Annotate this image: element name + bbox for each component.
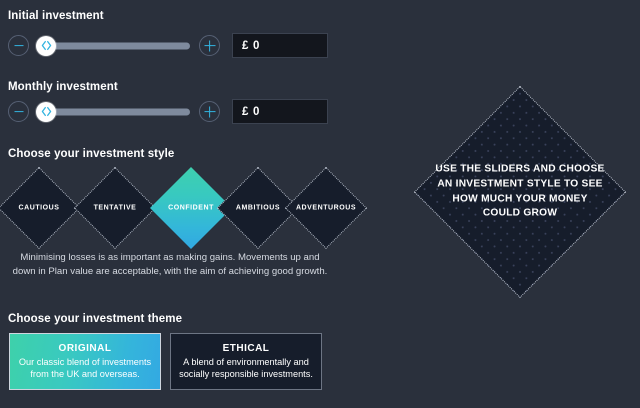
style-option-label: ADVENTUROUS [295, 204, 357, 212]
theme-title: ETHICAL [222, 342, 270, 354]
result-line-4: COULD GROW [482, 207, 558, 219]
result-panel-message: USE THE SLIDERS AND CHOOSE AN INVESTMENT… [414, 162, 626, 221]
initial-investment-amount-input[interactable]: £ 0 [232, 33, 328, 58]
monthly-investment-amount-input[interactable]: £ 0 [232, 99, 328, 124]
investment-style-options: CAUTIOUS TENTATIVE CONFIDENT AMBITIOUS A… [0, 166, 370, 250]
theme-option-ethical[interactable]: ETHICAL A blend of environmentally and s… [170, 333, 322, 390]
theme-option-original[interactable]: ORIGINAL Our classic blend of investment… [9, 333, 161, 390]
monthly-investment-slider-row: £ 0 [8, 99, 328, 124]
style-option-tentative[interactable]: TENTATIVE [73, 166, 157, 250]
theme-description-line-2: from the UK and overseas. [30, 369, 140, 379]
investment-style-label: Choose your investment style [8, 148, 175, 160]
result-line-3: HOW MUCH YOUR MONEY [452, 193, 588, 204]
result-line-1: USE THE SLIDERS AND CHOOSE [435, 163, 605, 175]
monthly-investment-slider[interactable] [36, 101, 190, 122]
left-right-arrows-icon [41, 106, 51, 117]
style-option-label: CONFIDENT [168, 204, 214, 212]
style-option-label: CAUTIOUS [18, 204, 60, 212]
result-line-2: AN INVESTMENT STYLE TO SEE [437, 178, 603, 190]
description-line-2: Plan value are acceptable, with the aim … [48, 266, 328, 278]
theme-description-line-2: socially responsible investments. [179, 369, 313, 379]
initial-investment-label: Initial investment [8, 10, 104, 22]
description-line-1: Minimising losses is as important as mak… [12, 252, 320, 278]
theme-description-line-1: A blend of environmentally and [183, 356, 309, 367]
initial-investment-increase-button[interactable] [199, 35, 220, 56]
style-option-label: TENTATIVE [93, 204, 137, 212]
controls-column: Initial investment £ 0 Monthly investmen… [0, 0, 400, 408]
style-option-label: AMBITIOUS [235, 204, 281, 212]
investment-style-description: Minimising losses is as important as mak… [10, 251, 330, 280]
theme-description-line-1: Our classic blend of investments [18, 356, 152, 367]
initial-investment-slider-row: £ 0 [8, 33, 328, 58]
monthly-investment-decrease-button[interactable] [8, 101, 29, 122]
monthly-investment-label: Monthly investment [8, 81, 118, 93]
initial-investment-slider[interactable] [36, 35, 190, 56]
initial-investment-decrease-button[interactable] [8, 35, 29, 56]
style-option-adventurous[interactable]: ADVENTUROUS [284, 166, 368, 250]
slider-track[interactable] [38, 108, 190, 115]
investment-theme-label: Choose your investment theme [8, 313, 183, 325]
slider-track[interactable] [38, 42, 190, 49]
result-panel: USE THE SLIDERS AND CHOOSE AN INVESTMENT… [413, 85, 627, 299]
slider-handle[interactable] [36, 101, 56, 122]
style-option-cautious[interactable]: CAUTIOUS [0, 166, 81, 250]
left-right-arrows-icon [41, 40, 51, 51]
monthly-investment-increase-button[interactable] [199, 101, 220, 122]
slider-handle[interactable] [36, 35, 56, 56]
investment-theme-options: ORIGINAL Our classic blend of investment… [9, 333, 322, 390]
theme-title: ORIGINAL [58, 342, 112, 354]
